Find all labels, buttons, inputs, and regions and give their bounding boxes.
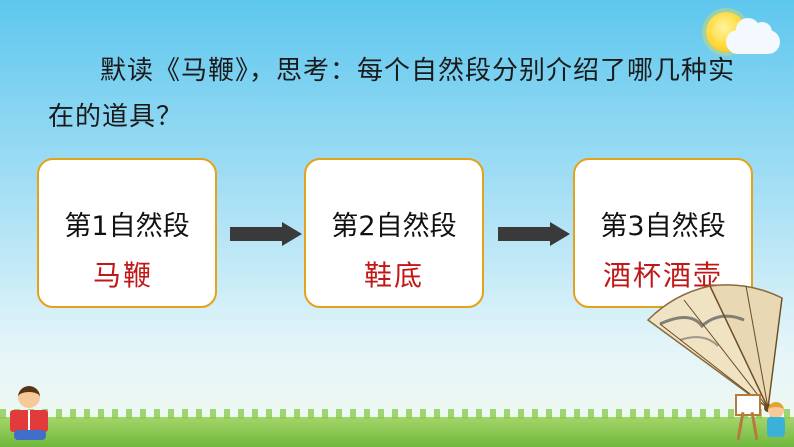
- painter-child-icon: [764, 402, 788, 442]
- step-box-2: 第2自然段 鞋底: [304, 158, 484, 308]
- sun-cloud-decoration: [700, 8, 784, 68]
- step-title: 第3自然段: [600, 211, 726, 242]
- step-box-1: 第1自然段 马鞭: [37, 158, 217, 308]
- instruction-text: 默读《马鞭》，思考：每个自然段分别介绍了哪几种实在的道具？: [48, 56, 736, 132]
- step-title: 第2自然段: [331, 211, 457, 242]
- grass-ground: [0, 409, 794, 447]
- step-item: 酒杯酒壶: [602, 259, 723, 292]
- step-item: 马鞭: [93, 259, 154, 292]
- right-arrow-icon: [230, 222, 302, 246]
- right-arrow-icon: [498, 222, 570, 246]
- step-box-3: 第3自然段 酒杯酒壶: [573, 158, 753, 308]
- step-item: 鞋底: [363, 259, 424, 292]
- easel-icon: [733, 392, 763, 442]
- folding-fan-icon: [646, 284, 783, 412]
- cloud-icon: [726, 18, 780, 54]
- reading-child-icon: [6, 384, 52, 442]
- step-title: 第1自然段: [64, 211, 190, 242]
